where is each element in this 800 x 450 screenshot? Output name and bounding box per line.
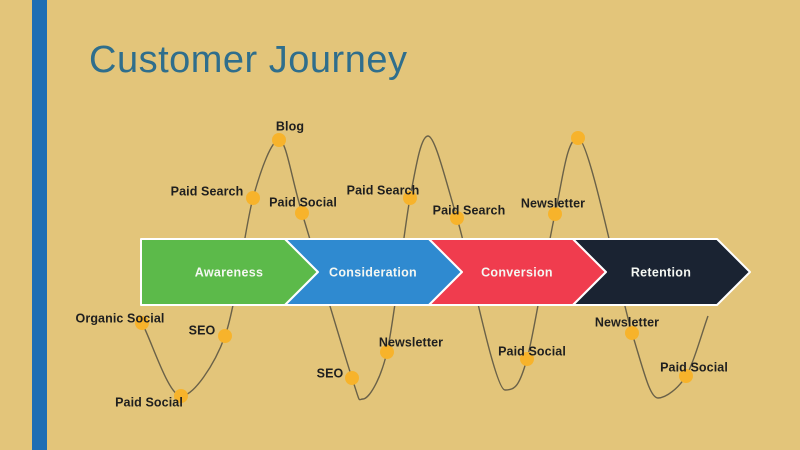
touchpoint-dot [380, 345, 394, 359]
stage-label-awareness: Awareness [195, 266, 263, 280]
stage-arrow-retention [572, 238, 751, 306]
touchpoint-label: SEO [317, 367, 344, 381]
touchpoint-dot [135, 316, 149, 330]
touchpoint-label: Paid Social [115, 396, 183, 410]
touchpoint-dot [345, 371, 359, 385]
touchpoint-dot [246, 191, 260, 205]
touchpoint-dot [679, 369, 693, 383]
slide-title: Customer Journey [89, 39, 408, 81]
touchpoint-label: Newsletter [521, 197, 585, 211]
stage-label-retention: Retention [631, 266, 691, 280]
accent-bar [32, 0, 47, 450]
touchpoint-dot [450, 211, 464, 225]
touchpoint-label: Paid Search [171, 185, 244, 199]
touchpoint-label: Paid Search [347, 184, 420, 198]
touchpoint-dot [548, 207, 562, 221]
touchpoint-label: Newsletter [379, 336, 443, 350]
touchpoint-label: Paid Search [433, 204, 506, 218]
touchpoint-label: Paid Social [269, 196, 337, 210]
stage-label-conversion: Conversion [481, 266, 553, 280]
touchpoint-dot [520, 352, 534, 366]
touchpoint-dot [625, 326, 639, 340]
stage-label-consideration: Consideration [329, 266, 417, 280]
touchpoint-dot [571, 131, 585, 145]
touchpoint-label: Newsletter [595, 316, 659, 330]
touchpoint-label: Paid Social [660, 361, 728, 375]
touchpoint-dot [174, 389, 188, 403]
touchpoint-dot [218, 329, 232, 343]
touchpoint-dot [403, 191, 417, 205]
touchpoint-label: Blog [276, 120, 304, 134]
touchpoint-dot [295, 206, 309, 220]
touchpoint-label: Organic Social [76, 312, 165, 326]
touchpoint-label: Paid Social [498, 345, 566, 359]
touchpoint-label: SEO [189, 324, 216, 338]
touchpoint-dot [272, 133, 286, 147]
